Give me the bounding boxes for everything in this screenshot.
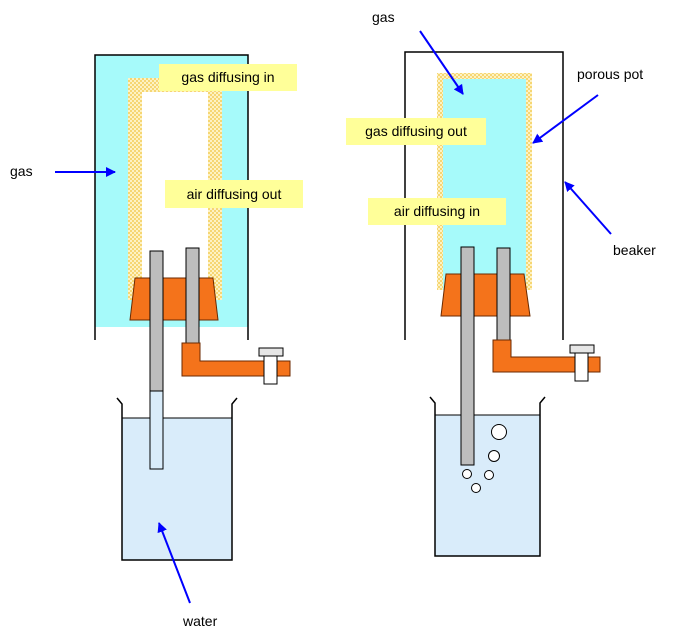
right-water — [435, 415, 540, 556]
right-gas-fill — [443, 79, 526, 290]
right-beaker — [429, 396, 546, 557]
water-label: water — [182, 613, 218, 629]
left-short-tube — [185, 247, 200, 349]
beaker-arrow — [564, 181, 612, 235]
right-stopper — [440, 273, 531, 317]
right-short-tube — [496, 247, 511, 344]
right-gas-arrow — [419, 30, 464, 95]
water-arrow — [157, 522, 191, 604]
left-tap[interactable] — [258, 347, 284, 385]
right-inverted-beaker — [404, 51, 564, 340]
right-gas-label: gas — [372, 9, 395, 25]
left-water — [122, 418, 232, 560]
right-copper-elbow — [492, 339, 601, 373]
left-beaker — [116, 397, 238, 561]
left-long-tube-lower — [149, 390, 164, 470]
right-air-in-label: air diffusing in — [394, 203, 480, 219]
right-tap[interactable] — [569, 344, 595, 382]
right-gas-out-box — [346, 118, 486, 145]
right-apparatus: gas diffusing out air diffusing in gas p… — [346, 9, 656, 557]
left-copper-elbow — [181, 342, 291, 377]
right-long-tube — [460, 246, 475, 466]
beaker-label: beaker — [613, 242, 656, 258]
right-air-in-box — [368, 198, 506, 225]
left-air-out-box — [165, 180, 303, 208]
left-stopper — [129, 277, 219, 321]
left-gas-in-label: gas diffusing in — [181, 69, 274, 85]
left-gas-label: gas — [10, 163, 33, 179]
left-gas-in-box — [159, 64, 297, 91]
left-air-out-label: air diffusing out — [187, 186, 282, 202]
right-gas-out-label: gas diffusing out — [365, 123, 467, 139]
porous-pot-label: porous pot — [577, 66, 643, 82]
porous-pot-arrow — [532, 94, 599, 144]
bubbles — [462, 424, 507, 493]
left-apparatus: gas diffusing in air diffusing out gas w… — [10, 54, 303, 629]
left-long-tube-upper — [149, 250, 164, 392]
